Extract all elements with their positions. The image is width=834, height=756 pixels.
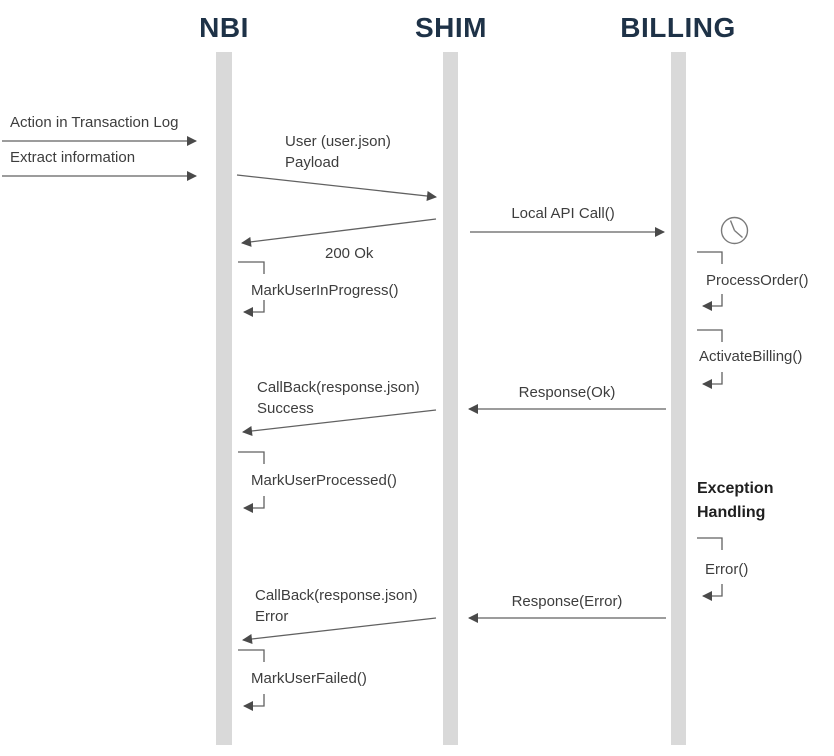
message-label-mark-user-failed: MarkUserFailed() [251,670,367,687]
message-label-user-payload-line1: User (user.json) [285,133,391,150]
self-call-return-process-order [702,294,723,311]
actor-header-shim: SHIM [415,12,487,43]
message-label-process-order: ProcessOrder() [706,272,809,289]
self-call-return-mark-user-processed [243,496,265,513]
self-call-bracket-error [697,537,723,550]
self-call-bracket-process-order [697,251,723,264]
label-exception-handling-line2: Handling [697,504,766,521]
message-label-callback-error-line2: Error [255,608,289,625]
self-call-bracket-mark-user-in-progress [238,261,265,274]
message-label-callback-success-line1: CallBack(response.json) [257,379,420,396]
clock-icon [720,216,749,245]
message-label-mark-user-processed: MarkUserProcessed() [251,472,397,489]
arrow-user-payload [236,174,437,201]
message-label-200-ok: 200 Ok [325,245,374,262]
message-label-extract-information: Extract information [10,149,136,166]
message-label-response-error: Response(Error) [511,593,623,610]
actor-header-nbi: NBI [199,12,249,43]
message-label-response-ok: Response(Ok) [518,384,616,401]
self-call-bracket-mark-user-failed [238,649,265,662]
message-label-user-payload-line2: Payload [285,154,340,171]
arrow-callback-success [242,409,437,436]
message-label-mark-user-in-progress: MarkUserInProgress() [251,282,399,299]
self-call-return-mark-user-failed [243,694,265,711]
message-label-action-in-transaction-log: Action in Transaction Log [10,114,179,131]
message-label-activate-billing: ActivateBilling() [699,348,803,365]
message-label-callback-error: CallBack(response.json) Error [255,585,418,627]
self-call-return-mark-user-in-progress [243,300,265,317]
self-call-bracket-mark-user-processed [238,451,265,464]
message-label-local-api-call: Local API Call() [511,205,615,222]
lifeline-nbi [216,52,232,745]
self-call-bracket-activate-billing [697,329,723,342]
message-label-error: Error() [705,561,749,578]
self-call-return-error [702,584,723,601]
lifeline-billing [671,52,686,745]
message-label-callback-success-line2: Success [257,400,314,417]
arrow-callback-error [242,617,437,644]
message-label-user-payload: User (user.json) Payload [285,131,391,173]
self-call-return-activate-billing [702,372,723,389]
message-label-callback-success: CallBack(response.json) Success [257,377,420,419]
lifeline-shim [443,52,458,745]
arrow-200-ok [241,218,437,247]
label-exception-handling-line1: Exception [697,480,774,497]
message-label-callback-error-line1: CallBack(response.json) [255,587,418,604]
label-exception-handling: Exception Handling [697,477,773,525]
actor-header-billing: BILLING [620,12,736,43]
